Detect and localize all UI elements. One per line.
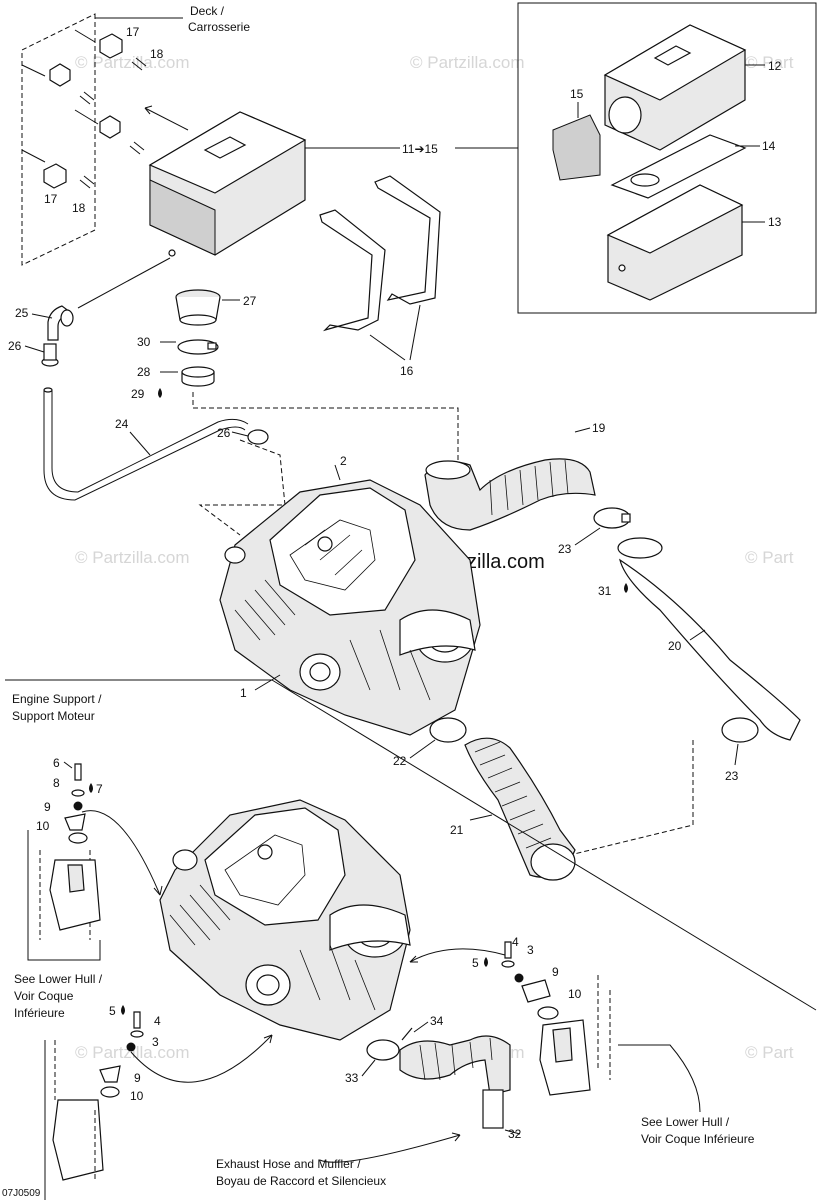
lower-hull-right-label-fr: Voir Coque Inférieure (641, 1132, 755, 1146)
droplet-icon (624, 583, 628, 593)
filled-dot-icon (73, 801, 83, 811)
callout-8: 8 (53, 776, 60, 790)
intake-adapter-parts: 27 30 28 29 (131, 289, 459, 462)
callout-18: 18 (150, 47, 164, 61)
callout-7: 7 (96, 782, 103, 796)
callout-11-15: 11➔15 (402, 142, 438, 156)
callout-6: 6 (53, 756, 60, 770)
callout-17: 17 (44, 192, 58, 206)
watermark-faint: © Partzilla.com (75, 1043, 190, 1062)
callout-10: 10 (568, 987, 582, 1001)
droplet-icon (121, 1005, 125, 1015)
lower-hull-left-label: See Lower Hull / (14, 972, 103, 986)
callout-10: 10 (36, 819, 50, 833)
watermark-faint: © Partzilla.com (410, 53, 525, 72)
callout-9: 9 (44, 800, 51, 814)
exhaust-label: Exhaust Hose and Muffler / (216, 1157, 361, 1171)
callout-23: 23 (725, 769, 739, 783)
callout-26: 26 (217, 426, 231, 440)
lower-hull-right-label: See Lower Hull / (641, 1115, 730, 1129)
droplet-icon (484, 957, 488, 967)
callout-4: 4 (154, 1014, 161, 1028)
callout-25: 25 (15, 306, 29, 320)
callout-32: 32 (508, 1127, 522, 1141)
screws (21, 29, 99, 163)
callout-13: 13 (768, 215, 782, 229)
figure-code: 07J0509 (2, 1188, 41, 1199)
filled-dot-icon (126, 1042, 136, 1052)
callout-30: 30 (137, 335, 151, 349)
droplet-icon (158, 388, 162, 398)
deck-label-fr: Carrosserie (188, 20, 250, 34)
air-box-assembly: 11➔15 (148, 111, 518, 257)
callout-28: 28 (137, 365, 151, 379)
clip-18 (79, 57, 147, 189)
callout-21: 21 (450, 823, 464, 837)
watermark-faint: © Partzilla.com (75, 548, 190, 567)
callout-10: 10 (130, 1089, 144, 1103)
lower-hull-left-label-fr2: Inférieure (14, 1006, 65, 1020)
callout-3: 3 (527, 943, 534, 957)
engine-top: 2 1 (219, 454, 481, 736)
engine-support-label-fr: Support Moteur (12, 709, 95, 723)
callout-4: 4 (512, 935, 519, 949)
callout-22: 22 (393, 754, 407, 768)
exhaust-label-fr: Boyau de Raccord et Silencieux (216, 1174, 386, 1188)
engine-support-label: Engine Support / (12, 692, 102, 706)
callout-1: 1 (240, 686, 247, 700)
callout-18: 18 (72, 201, 86, 215)
callout-29: 29 (131, 387, 145, 401)
callout-3: 3 (152, 1035, 159, 1049)
callout-16: 16 (400, 364, 414, 378)
watermark-faint: © Part (745, 53, 794, 72)
watermark-faint: © Part (745, 1043, 794, 1062)
callout-19: 19 (592, 421, 606, 435)
watermark-faint: © Part (745, 548, 794, 567)
callout-24: 24 (115, 417, 129, 431)
callout-2: 2 (340, 454, 347, 468)
callout-12: 12 (768, 59, 782, 73)
callout-33: 33 (345, 1071, 359, 1085)
callout-26: 26 (8, 339, 22, 353)
callout-14: 14 (762, 139, 776, 153)
callout-23: 23 (558, 542, 572, 556)
air-box-detail-panel: 12 15 14 13 (517, 2, 817, 314)
deck-panel: Deck / Carrosserie 17 18 17 18 (21, 4, 250, 266)
callout-5: 5 (472, 956, 479, 970)
straps-16: 16 (319, 175, 441, 378)
intake-hoses: 19 23 31 20 23 22 21 (393, 421, 801, 881)
callout-17: 17 (126, 25, 140, 39)
callout-15: 15 (570, 87, 584, 101)
callout-9: 9 (134, 1071, 141, 1085)
deck-label: Deck / (190, 4, 225, 18)
callout-34: 34 (430, 1014, 444, 1028)
bracket-17 (43, 33, 123, 189)
callout-9: 9 (552, 965, 559, 979)
lower-hull-left-label-fr: Voir Coque (14, 989, 74, 1003)
callout-27: 27 (243, 294, 257, 308)
callout-31: 31 (598, 584, 612, 598)
droplet-icon (89, 783, 93, 793)
callout-20: 20 (668, 639, 682, 653)
callout-5: 5 (109, 1004, 116, 1018)
filled-dot-icon (514, 973, 524, 983)
engine-support-section: Engine Support / Support Moteur 6 8 7 9 … (5, 679, 817, 1200)
